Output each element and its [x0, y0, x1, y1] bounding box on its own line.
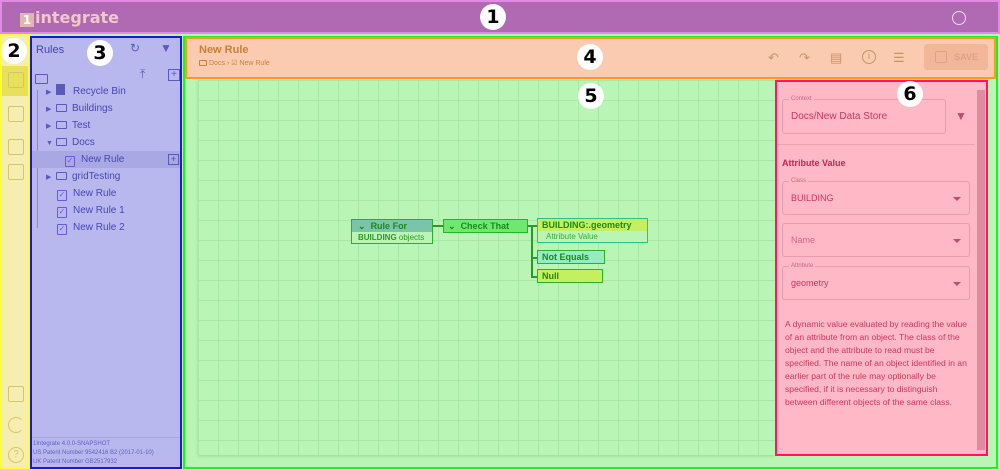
- attribute-value-node[interactable]: BUILDING:.geometry Attribute Value: [537, 218, 648, 243]
- redo-icon[interactable]: ↷: [799, 50, 810, 65]
- add-icon[interactable]: +: [168, 69, 180, 81]
- rule-icon: ☑: [231, 60, 238, 67]
- filter-icon[interactable]: ▼: [160, 41, 172, 55]
- breadcrumb-docs[interactable]: Docs: [209, 60, 225, 67]
- rule-icon: ✓: [57, 207, 67, 218]
- connector: [433, 225, 443, 227]
- rule-header: New Rule Docs › ☑ New Rule 4 ↶ ↷ ▤ i ☰ S…: [185, 37, 996, 79]
- save-icon: [935, 51, 947, 63]
- play-library-icon[interactable]: [8, 164, 24, 180]
- version-footer: 1Integrate 4.0.0-SNAPSHOT US Patent Numb…: [32, 437, 180, 467]
- rule-icon: ✓: [65, 156, 75, 167]
- connector: [531, 276, 537, 278]
- tree-item-new-rule[interactable]: ✓New Rule: [57, 188, 117, 201]
- help-icon[interactable]: ?: [8, 447, 24, 463]
- dropdown-caret-icon: [953, 282, 961, 286]
- add-child-icon[interactable]: +: [168, 154, 179, 165]
- refresh-icon[interactable]: ↻: [130, 41, 141, 55]
- undo-icon[interactable]: ↶: [768, 50, 779, 65]
- dropdown-caret-icon: [953, 197, 961, 201]
- annotation-badge: 4: [577, 44, 603, 70]
- user-account-icon[interactable]: [952, 11, 966, 25]
- list-icon[interactable]: ☰: [893, 50, 905, 65]
- trash-icon: [56, 84, 65, 95]
- connector: [531, 257, 537, 259]
- tree-item-test[interactable]: ▶Test: [46, 120, 91, 131]
- chart-icon[interactable]: [8, 386, 24, 402]
- folder-icon: [56, 138, 67, 146]
- tree-item-recycle-bin[interactable]: ▶Recycle Bin: [46, 84, 126, 97]
- tree-item-buildings[interactable]: ▶Buildings: [46, 103, 113, 114]
- rule-icon: ✓: [57, 190, 67, 201]
- rules-icon[interactable]: [8, 72, 24, 88]
- file-import-icon[interactable]: [8, 106, 24, 122]
- section-title: Attribute Value: [782, 158, 846, 168]
- name-select[interactable]: Name: [782, 223, 970, 257]
- root-folder-icon[interactable]: [35, 70, 53, 88]
- tree-item-new-rule-2[interactable]: ✓New Rule 2: [57, 222, 125, 235]
- rule-canvas[interactable]: 5 ⌄ Rule For BUILDING objects ⌄ Check Th…: [198, 80, 775, 455]
- dark-mode-icon[interactable]: [8, 417, 24, 433]
- rule-title: New Rule: [199, 44, 249, 56]
- connector: [528, 225, 537, 227]
- chevron-down-icon[interactable]: ⌄: [358, 221, 366, 231]
- tree-item-new-rule-selected[interactable]: ✓New Rule+: [32, 151, 180, 168]
- annotation-badge: 2: [1, 38, 27, 64]
- annotation-badge: 5: [578, 83, 604, 109]
- checklist-icon[interactable]: [8, 139, 24, 155]
- tree-item-gridtesting[interactable]: ▶gridTesting: [46, 171, 121, 182]
- save-button[interactable]: SAVE: [924, 44, 988, 70]
- tree-item-docs[interactable]: ▼Docs: [46, 137, 95, 148]
- filter-icon[interactable]: ▼: [955, 109, 967, 123]
- dropdown-caret-icon: [953, 239, 961, 243]
- comment-icon[interactable]: ▤: [830, 50, 843, 65]
- divider: [777, 144, 975, 145]
- check-that-node[interactable]: ⌄ Check That: [443, 219, 528, 233]
- scrollbar[interactable]: [977, 90, 985, 450]
- folder-icon: [56, 172, 67, 180]
- breadcrumb-new-rule[interactable]: New Rule: [239, 60, 270, 67]
- annotation-badge: 6: [897, 81, 923, 107]
- breadcrumb: Docs › ☑ New Rule: [199, 59, 270, 67]
- info-icon[interactable]: i: [862, 50, 876, 64]
- folder-icon: [56, 121, 67, 129]
- rule-icon: ✓: [57, 224, 67, 235]
- tree-item-new-rule-1[interactable]: ✓New Rule 1: [57, 205, 125, 218]
- rules-panel: Rules 3 ↻ ▼ ⤒ + ▶Recycle Bin ▶Buildings …: [30, 36, 182, 469]
- not-equals-node[interactable]: Not Equals: [537, 250, 605, 264]
- left-rail: 2 ?: [0, 34, 30, 469]
- upload-icon[interactable]: ⤒: [140, 67, 146, 81]
- folder-icon: [56, 104, 67, 112]
- rule-for-node[interactable]: ⌄ Rule For BUILDING objects: [351, 219, 433, 244]
- folder-icon: [199, 60, 207, 66]
- null-node[interactable]: Null: [537, 269, 603, 283]
- annotation-badge: 3: [87, 40, 113, 66]
- chevron-down-icon[interactable]: ⌄: [448, 221, 456, 231]
- connector: [531, 225, 533, 277]
- description-text: A dynamic value evaluated by reading the…: [785, 319, 968, 407]
- annotation-badge: 1: [480, 4, 506, 30]
- panel-title: Rules: [36, 44, 65, 56]
